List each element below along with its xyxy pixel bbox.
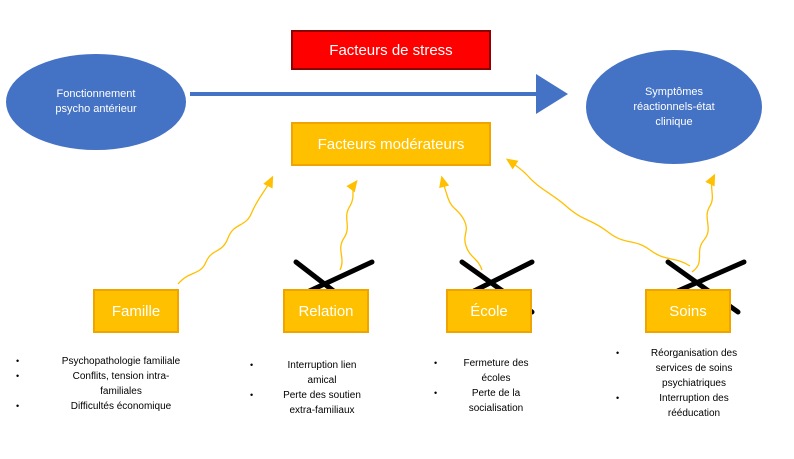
factor-label-soins: Soins [669,302,707,320]
ecole-influence-arrow [439,175,483,271]
moderating-factors-label: Facteurs modérateurs [317,135,465,153]
symptoms-label: Symptômes réactionnels-état clinique [633,85,715,128]
factor-label-famille: Famille [111,302,161,320]
famille-influence-arrow [177,175,274,285]
factor-label-relation: Relation [298,302,354,320]
stress-factors-label: Facteurs de stress [329,41,453,59]
soins-details-list: Réorganisation des services de soins psy… [616,346,760,421]
list-item: Réorganisation des services de soins psy… [616,346,760,391]
list-item: Fermeture des écoles [434,356,546,386]
factor-box-relation: Relation [283,289,369,333]
factor-label-ecole: École [470,302,508,320]
relation-details-list: Interruption lien amical Perte des souti… [250,358,382,418]
factor-box-soins: Soins [645,289,731,333]
factor-box-famille: Famille [93,289,179,333]
list-item: Perte de la socialisation [434,386,546,416]
soins-moderator-arrow [505,158,691,267]
stress-factors-box: Facteurs de stress [291,30,491,70]
prior-functioning-label: Fonctionnement psycho antérieur [55,88,137,115]
list-item: Conflits, tension intra- familiales [16,369,214,399]
list-item: Interruption des rééducation [616,391,760,421]
soins-symptoms-arrow [691,173,716,273]
symptoms-oval: Symptômes réactionnels-état clinique [586,50,762,164]
moderating-factors-box: Facteurs modérateurs [291,122,491,166]
prior-functioning-oval: Fonctionnement psycho antérieur [6,54,186,150]
list-item: Perte des soutien extra-familiaux [250,388,382,418]
ecole-details-list: Fermeture des écoles Perte de la sociali… [434,356,546,416]
list-item: Psychopathologie familiale [16,354,214,369]
list-item: Interruption lien amical [250,358,382,388]
relation-influence-arrow [339,179,358,271]
famille-details-list: Psychopathologie familiale Conflits, ten… [16,354,214,414]
factor-box-ecole: École [446,289,532,333]
list-item: Difficultés économique [16,399,214,414]
